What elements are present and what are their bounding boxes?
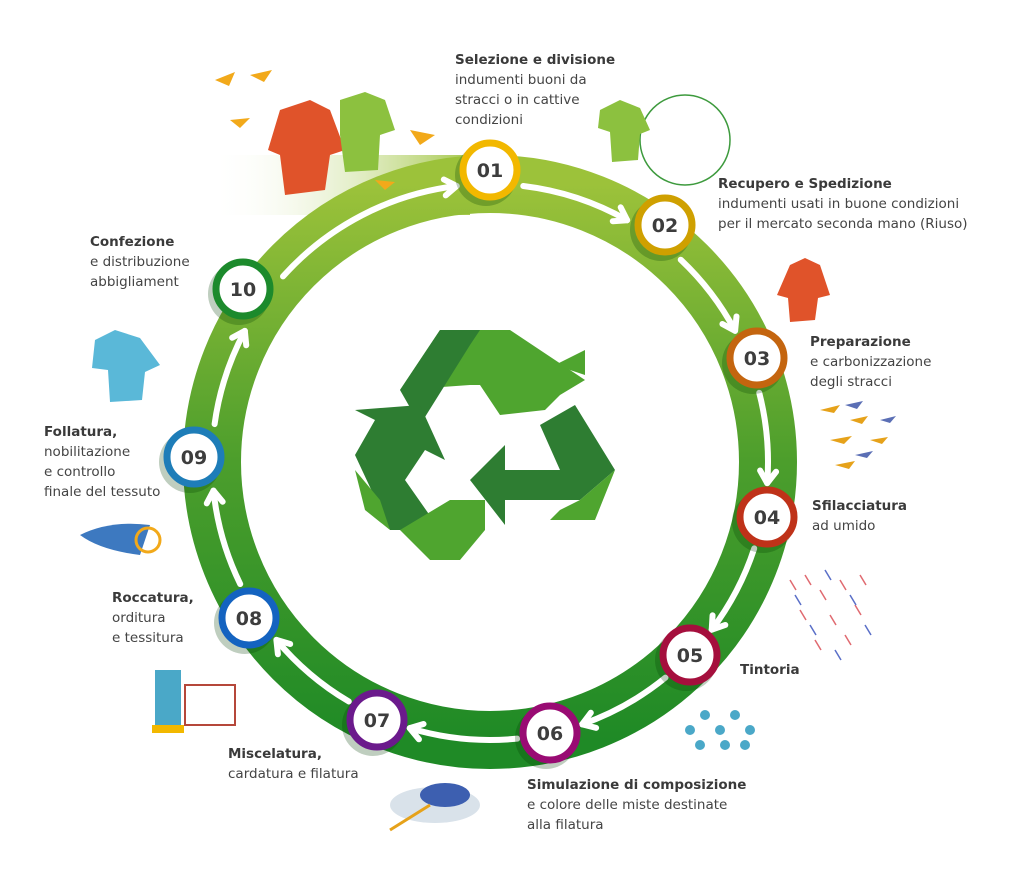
step-node-06: 06: [515, 702, 581, 769]
arrow-head-icon: [579, 709, 600, 731]
cycle-arrow: [273, 636, 352, 705]
step-description: e tessitura: [112, 630, 184, 646]
step-title: Simulazione di composizione: [527, 777, 747, 793]
cycle-arrow: [211, 327, 248, 428]
fibers-illustration: [789, 569, 872, 661]
fabric-magnifier-illustration: [80, 523, 162, 555]
step-node-08: 08: [214, 587, 280, 654]
step-title: Tintoria: [740, 662, 800, 678]
sweater-illustration: [777, 258, 830, 322]
arrow-head-icon: [440, 176, 460, 199]
step-label-01: Selezione e divisione indumenti buoni da s…: [455, 50, 615, 130]
step-node-04: 04: [732, 486, 798, 553]
arrow-head-icon: [757, 467, 780, 487]
step-label-06: Simulazione di composizione e colore dell…: [527, 775, 746, 835]
step-node-05: 05: [655, 624, 721, 691]
step-description: per il mercato seconda mano (Riuso): [718, 216, 968, 232]
step-node-01: 01: [455, 139, 521, 206]
step-node-03: 03: [722, 327, 788, 394]
step-number: 02: [652, 215, 678, 237]
step-label-08: Roccatura, orditura e tessitura: [112, 588, 194, 648]
step-title: Selezione e divisione: [455, 52, 616, 68]
step-node-07: 07: [342, 689, 408, 756]
step-label-02: Recupero e Spedizione indumenti usati in …: [718, 174, 968, 234]
step-number: 07: [364, 710, 390, 732]
arrow-head-icon: [719, 313, 740, 334]
step-number: 08: [236, 608, 262, 630]
step-description: ad umido: [812, 518, 876, 534]
step-title: Follatura,: [44, 424, 118, 440]
step-number: 06: [537, 723, 563, 745]
step-description: indumenti buoni da: [455, 72, 587, 88]
step-description: abbigliament: [90, 274, 179, 290]
arrow-head-icon: [229, 327, 250, 349]
step-description: orditura: [112, 610, 166, 626]
dye-drops-illustration: [685, 710, 755, 750]
cycle-arrow: [579, 674, 669, 728]
recycle-icon: [355, 330, 615, 560]
step-description: alla filatura: [527, 817, 604, 833]
step-title: Preparazione: [810, 334, 911, 350]
step-description: e distribuzione: [90, 254, 190, 270]
step-description: condizioni: [455, 112, 523, 128]
step-number: 05: [677, 645, 703, 667]
clothes-illustration: [215, 70, 435, 195]
arrow-head-icon: [708, 612, 729, 633]
step-description: cardatura e filatura: [228, 766, 359, 782]
step-description: e colore delle miste destinate: [527, 797, 728, 813]
step-label-04: Sfilacciatura ad umido: [812, 496, 907, 536]
step-number: 09: [181, 447, 207, 469]
wool-illustration: [389, 783, 480, 832]
step-label-09: Follatura, nobilitazione e controllo finale…: [44, 422, 160, 502]
rags-illustration: [820, 401, 896, 469]
step-title: Sfilacciatura: [812, 498, 908, 514]
loom-illustration: [152, 670, 236, 733]
step-node-09: 09: [159, 426, 225, 493]
step-description: indumenti usati in buone condizioni: [718, 196, 960, 212]
step-title: Recupero e Spedizione: [718, 176, 892, 192]
step-description: e carbonizzazione: [810, 354, 932, 370]
step-title: Roccatura,: [112, 590, 194, 606]
step-node-02: 02: [630, 194, 696, 261]
cycle-arrow: [210, 487, 244, 588]
step-description: finale del tessuto: [44, 484, 161, 500]
step-label-03: Preparazione e carbonizzazione degli strac…: [810, 332, 931, 392]
step-description: nobilitazione: [44, 444, 131, 460]
globe-tshirt-illustration: [598, 94, 731, 186]
cycle-arrow: [520, 182, 631, 224]
step-node-10: 10: [208, 258, 274, 325]
tshirt-illustration: [92, 330, 160, 402]
step-number: 01: [477, 160, 503, 182]
step-description: stracci o in cattive: [455, 92, 580, 108]
cycle-arrow: [406, 725, 521, 743]
step-number: 10: [230, 279, 256, 301]
arrow-head-icon: [273, 636, 294, 658]
cycle-arrow: [280, 182, 460, 280]
step-label-05: Tintoria: [740, 660, 800, 680]
step-description: e controllo: [44, 464, 116, 480]
arrow-head-icon: [609, 204, 631, 225]
arrow-head-icon: [406, 720, 427, 743]
cycle-arrow: [677, 256, 739, 334]
step-title: Miscelatura,: [228, 746, 322, 762]
step-title: Confezione: [90, 234, 175, 250]
arrow-head-icon: [203, 487, 226, 507]
step-number: 03: [744, 348, 770, 370]
step-label-07: Miscelatura, cardatura e filatura: [228, 744, 359, 784]
cycle-arrow: [708, 545, 758, 633]
step-description: degli stracci: [810, 374, 892, 390]
step-number: 04: [754, 507, 780, 529]
cycle-arrow: [756, 389, 771, 487]
step-label-10: Confezione e distribuzione abbigliament: [90, 232, 190, 292]
